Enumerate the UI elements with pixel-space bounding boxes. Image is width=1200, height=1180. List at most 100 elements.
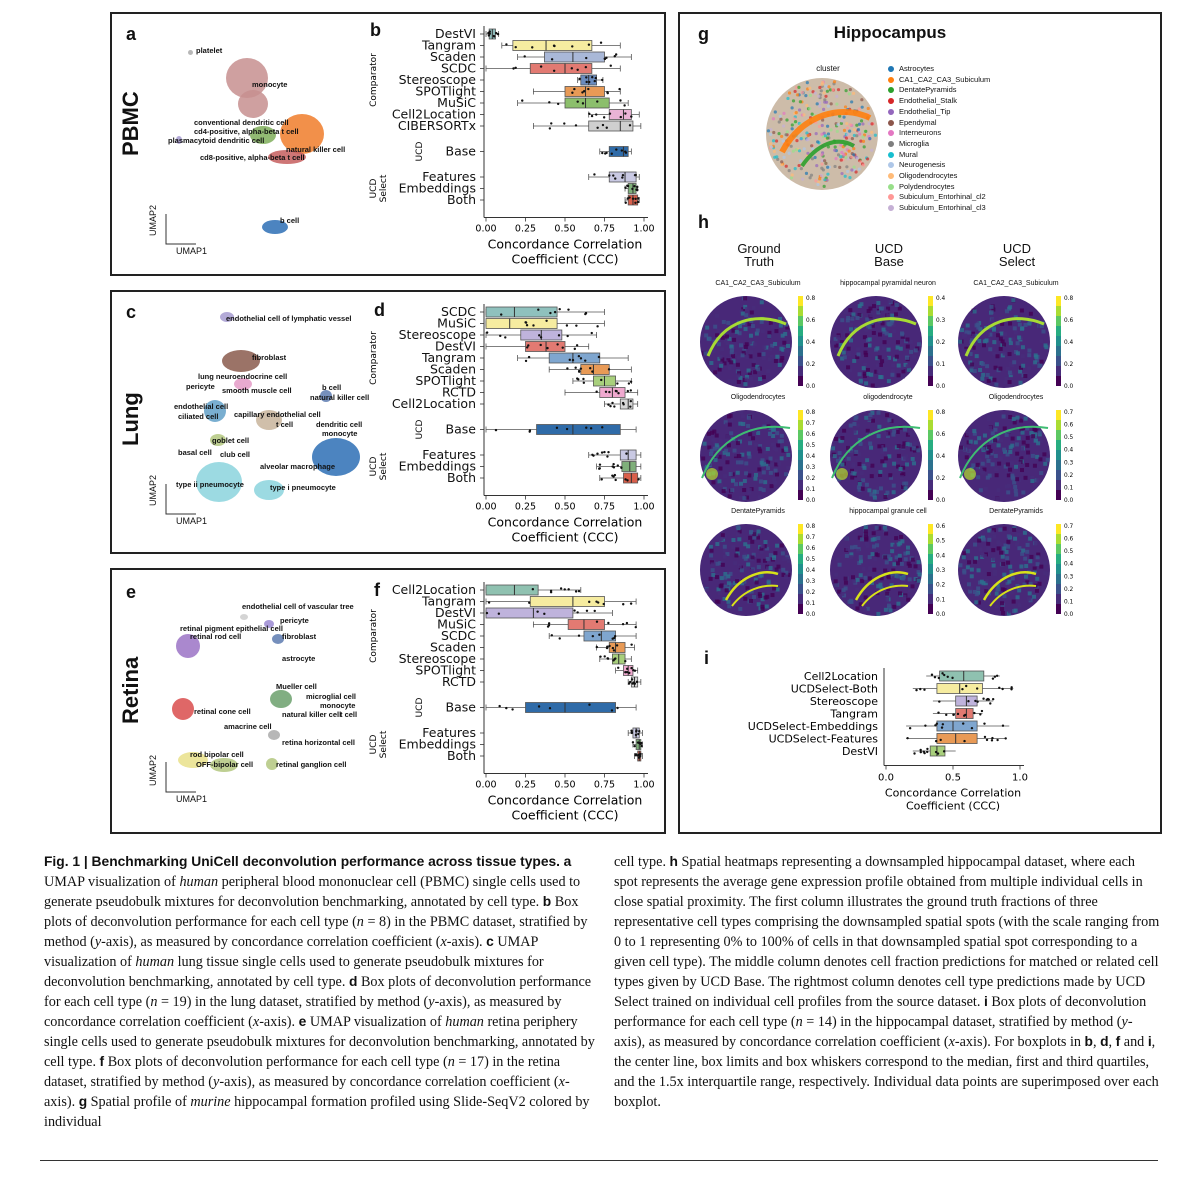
heatmap-spot bbox=[833, 337, 838, 342]
heatmap-spot bbox=[849, 322, 854, 327]
figure-caption-right: cell type. h Spatial heatmaps representi… bbox=[614, 854, 1160, 1110]
heatmap-spot bbox=[860, 486, 865, 491]
heatmap-spot bbox=[990, 530, 995, 535]
data-point bbox=[496, 32, 500, 36]
heatmap-spot bbox=[985, 454, 990, 459]
heatmap-spot bbox=[728, 472, 733, 477]
heatmap-spot bbox=[1013, 488, 1018, 493]
heatmap-spot bbox=[964, 455, 969, 460]
heatmap-spot bbox=[1008, 305, 1013, 310]
heatmap-spot bbox=[771, 434, 776, 439]
signal-band bbox=[731, 584, 779, 607]
method-label: Stereoscope bbox=[399, 72, 477, 87]
colorbar-tick-label: 0.2 bbox=[936, 583, 946, 589]
heatmap-spot bbox=[875, 363, 880, 368]
data-point bbox=[596, 325, 599, 328]
colorbar-segment bbox=[798, 534, 803, 544]
heatmap-spot bbox=[783, 322, 788, 327]
data-point bbox=[1004, 737, 1007, 740]
colorbar-segment bbox=[1056, 470, 1061, 480]
heatmap-spot bbox=[878, 362, 883, 367]
heatmap-spot bbox=[970, 362, 975, 367]
data-point bbox=[608, 112, 612, 115]
data-point bbox=[636, 188, 639, 192]
data-point bbox=[961, 722, 965, 725]
umap-label: monocyte bbox=[320, 701, 356, 710]
cell-spot bbox=[785, 118, 789, 122]
umap-label: retinal rod cell bbox=[190, 632, 242, 641]
data-point bbox=[546, 346, 549, 350]
colorbar-segment bbox=[928, 306, 933, 316]
heatmap-spot bbox=[1015, 583, 1020, 588]
data-point bbox=[487, 601, 491, 604]
heatmap-spot bbox=[972, 369, 977, 374]
heatmap-spot bbox=[762, 558, 767, 563]
heatmap-spot bbox=[1013, 608, 1018, 613]
umap-cluster bbox=[210, 434, 226, 446]
heatmap-spot bbox=[1008, 564, 1013, 569]
legend-item: DentatePyramids bbox=[888, 85, 957, 94]
heatmap-spot bbox=[1019, 418, 1024, 423]
heatmap-column-title-line: UCD bbox=[1002, 241, 1032, 256]
cell-spot bbox=[823, 178, 827, 182]
data-point bbox=[584, 65, 588, 69]
heatmap-spot bbox=[1023, 475, 1028, 480]
data-point bbox=[923, 688, 926, 691]
colorbar-segment bbox=[928, 440, 933, 450]
data-point bbox=[549, 311, 552, 315]
cell-spot bbox=[813, 91, 817, 95]
x-tick-label: 1.0 bbox=[1012, 773, 1028, 784]
heatmap-spot bbox=[768, 553, 773, 558]
heatmap-spot bbox=[1030, 453, 1035, 458]
signal-band bbox=[959, 425, 1049, 479]
heatmap-spot bbox=[722, 544, 727, 549]
heatmap-spot bbox=[990, 462, 995, 467]
cell-spot bbox=[845, 126, 850, 130]
heatmap-spot bbox=[735, 547, 740, 552]
spatial-heatmap: 0.80.60.40.20.0 bbox=[700, 296, 816, 390]
data-point bbox=[975, 687, 979, 690]
heatmap-spot bbox=[840, 462, 845, 467]
data-point bbox=[609, 64, 612, 67]
heatmap-spot bbox=[748, 333, 753, 338]
legend-swatch bbox=[888, 119, 894, 126]
heatmap-spot bbox=[992, 377, 997, 382]
heatmap-spot bbox=[743, 304, 748, 309]
data-point bbox=[629, 389, 632, 392]
umap-cluster bbox=[250, 126, 276, 144]
heatmap-spot bbox=[1018, 365, 1023, 370]
cell-spot bbox=[799, 136, 803, 141]
heatmap-spot bbox=[901, 465, 906, 470]
heatmap-spot bbox=[857, 462, 862, 467]
data-point bbox=[547, 624, 551, 627]
data-point bbox=[919, 687, 922, 691]
umap-label: fibroblast bbox=[282, 632, 317, 641]
cell-spot bbox=[857, 122, 862, 126]
heatmap-spot bbox=[873, 556, 878, 561]
data-point bbox=[492, 34, 496, 38]
heatmap-spot bbox=[1027, 591, 1032, 596]
heatmap-spot bbox=[1021, 490, 1026, 495]
data-point bbox=[612, 649, 616, 652]
data-point bbox=[617, 666, 620, 670]
cell-spot bbox=[861, 139, 866, 143]
heatmap-spot bbox=[1004, 578, 1009, 583]
heatmap-spot bbox=[725, 422, 730, 427]
heatmap-spot bbox=[733, 581, 738, 586]
heatmap-spot bbox=[709, 360, 714, 365]
heatmap-spot bbox=[1001, 342, 1006, 347]
heatmap-spot bbox=[705, 588, 710, 593]
data-point bbox=[636, 200, 640, 204]
heatmap-spot bbox=[905, 442, 910, 447]
heatmap-spot bbox=[725, 460, 730, 465]
data-point bbox=[617, 391, 620, 395]
heatmap-spot bbox=[993, 438, 998, 443]
tissue-label-pbmc: PBMC bbox=[118, 91, 143, 156]
cell-spot bbox=[829, 128, 833, 132]
colorbar-tick-label: 0.6 bbox=[936, 432, 946, 438]
heatmap-spot bbox=[1012, 527, 1017, 532]
heatmap-spot bbox=[761, 375, 766, 380]
cell-spot bbox=[800, 90, 804, 95]
group-label: Select bbox=[379, 730, 389, 758]
heatmap-spot bbox=[887, 302, 892, 307]
